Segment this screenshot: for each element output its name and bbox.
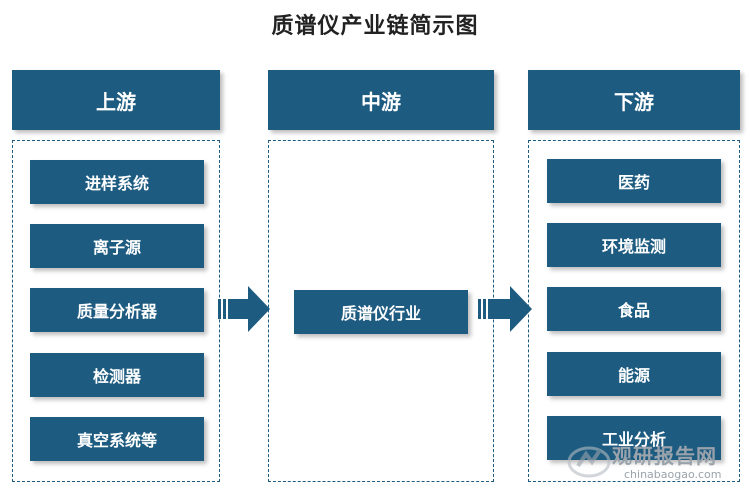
upstream-item: 检测器 — [30, 353, 204, 397]
downstream-header: 下游 — [528, 70, 740, 130]
upstream-item: 离子源 — [30, 224, 204, 268]
midstream-item: 质谱仪行业 — [294, 290, 468, 334]
downstream-panel — [528, 140, 740, 482]
upstream-item: 真空系统等 — [30, 417, 204, 461]
midstream-header: 中游 — [268, 70, 494, 130]
upstream-item: 质量分析器 — [30, 288, 204, 332]
watermark-url: chinabaogao.com — [624, 468, 722, 481]
flow-arrow-upstream-to-midstream — [218, 286, 270, 332]
downstream-item: 医药 — [547, 159, 721, 203]
upstream-item: 进样系统 — [30, 160, 204, 204]
downstream-item: 环境监测 — [547, 223, 721, 267]
flow-arrow-midstream-to-downstream — [478, 286, 532, 332]
diagram-title: 质谱仪产业链简示图 — [271, 13, 479, 39]
watermark-logo-icon — [567, 446, 611, 478]
downstream-item: 能源 — [547, 352, 721, 396]
downstream-item: 食品 — [547, 287, 721, 331]
watermark-text: 观研报告网 — [612, 444, 717, 468]
upstream-header: 上游 — [12, 70, 220, 130]
